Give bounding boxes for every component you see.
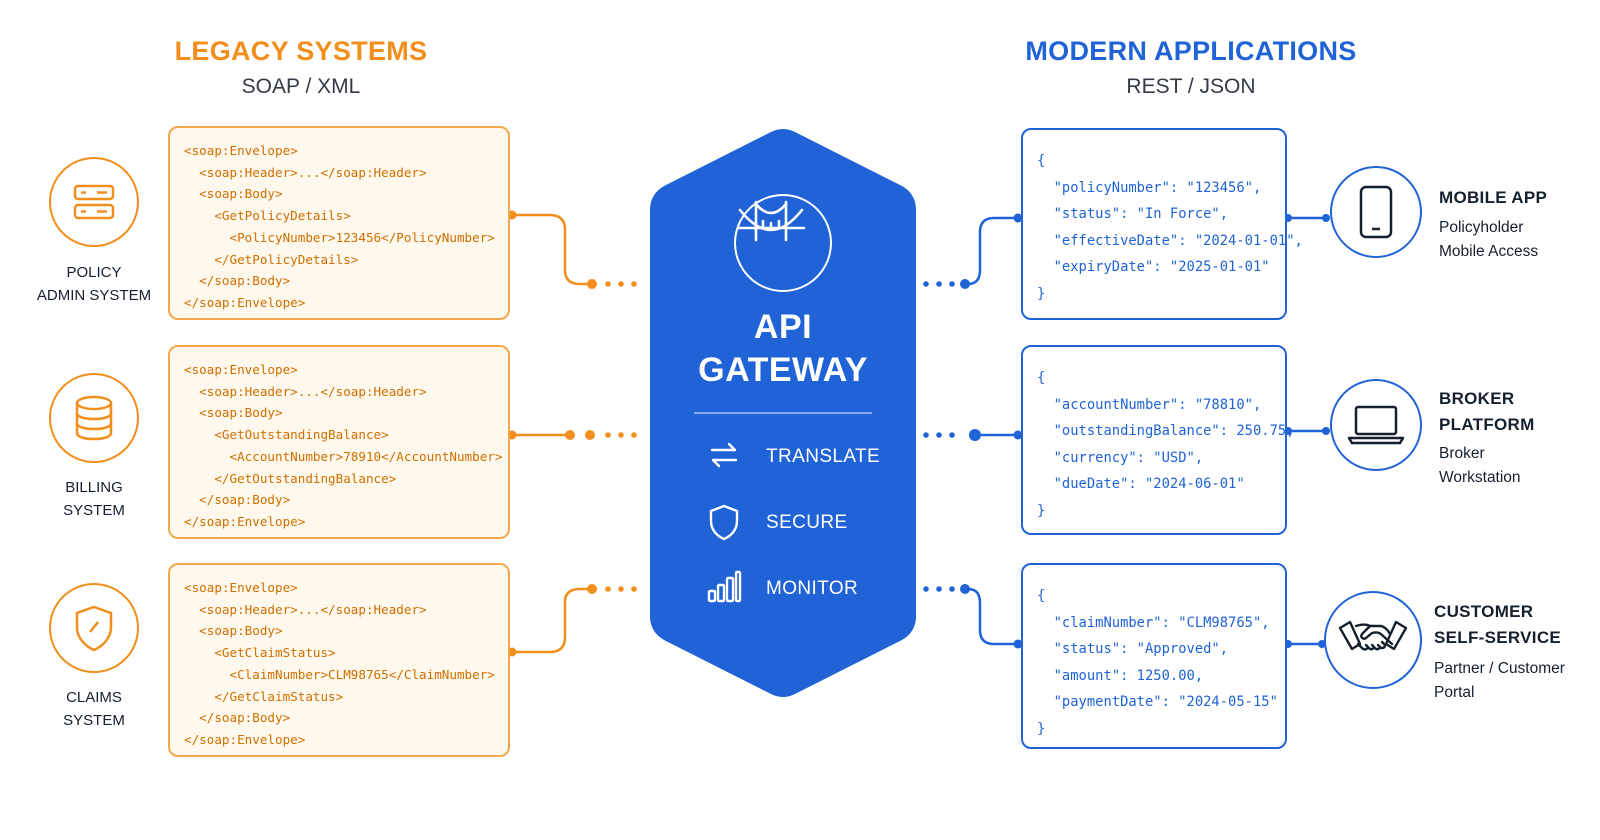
translate-arrows-icon	[706, 437, 746, 477]
code-line: <soap:Body>	[184, 186, 283, 202]
code-line: </soap:Envelope>	[184, 513, 306, 529]
code-line: </soap:Envelope>	[184, 294, 306, 310]
gateway-feature-secure: SECURE	[706, 503, 848, 543]
code-line: "accountNumber": "78810",	[1037, 396, 1262, 413]
code-line: <soap:Body>	[184, 405, 283, 421]
gateway-feature-label: MONITOR	[766, 578, 859, 599]
modern-applications-title: MODERN APPLICATIONS	[1025, 36, 1357, 66]
billing-system-label: BILLING SYSTEM	[63, 479, 125, 519]
shield-icon	[706, 503, 746, 543]
code-line: <GetOutstandingBalance>	[184, 427, 389, 443]
code-line: }	[1037, 502, 1046, 519]
code-line: "policyNumber": "123456",	[1037, 179, 1262, 196]
legacy-systems-title: LEGACY SYSTEMS	[174, 36, 428, 66]
gateway-shape	[650, 129, 916, 697]
mobile-app-subtitle: Policyholder Mobile Access	[1439, 219, 1539, 260]
gateway-feature-translate: TRANSLATE	[706, 437, 880, 477]
broker-platform-title: BROKER PLATFORM	[1439, 389, 1535, 434]
json-response-billing: { "accountNumber": "78810", "outstanding…	[1021, 345, 1295, 535]
code-line: "dueDate": "2024-06-01"	[1037, 476, 1245, 492]
api-gateway: API GATEWAY TRANSLATE SECURE MON	[650, 128, 916, 698]
gateway-feature-monitor: MONITOR	[706, 569, 858, 609]
database-icon	[49, 373, 139, 463]
code-line: <ClaimNumber>CLM98765</ClaimNumber>	[184, 666, 495, 682]
code-line: }	[1037, 285, 1046, 302]
code-line: <GetPolicyDetails>	[184, 208, 351, 224]
code-line: "expiryDate": "2025-01-01"	[1037, 259, 1270, 275]
code-line: </soap:Body>	[184, 273, 291, 289]
customer-self-service-subtitle: Partner / Customer Portal	[1434, 660, 1565, 701]
code-line: {	[1037, 153, 1046, 169]
code-line: <soap:Header>...</soap:Header>	[184, 601, 427, 617]
gateway-feature-label: TRANSLATE	[766, 446, 881, 467]
bridge-icon	[734, 194, 832, 292]
bar-chart-icon	[706, 569, 746, 609]
code-line: {	[1037, 370, 1046, 386]
gateway-title-line-1: API	[753, 308, 813, 346]
code-line: </soap:Envelope>	[184, 731, 306, 747]
code-line: {	[1037, 588, 1046, 604]
soap-request-policy: <soap:Envelope> <soap:Header>...</soap:H…	[168, 126, 510, 320]
code-line: <soap:Envelope>	[184, 362, 298, 377]
code-line: </soap:Body>	[184, 492, 291, 508]
code-line: </GetClaimStatus>	[184, 688, 344, 704]
soap-request-claims: <soap:Envelope> <soap:Header>...</soap:H…	[168, 563, 510, 757]
code-line: "claimNumber": "CLM98765",	[1037, 614, 1270, 631]
soap-request-billing: <soap:Envelope> <soap:Header>...</soap:H…	[168, 345, 510, 539]
code-line: "effectiveDate": "2024-01-01",	[1037, 232, 1303, 249]
code-line: <soap:Header>...</soap:Header>	[184, 164, 427, 180]
code-line: <soap:Header>...</soap:Header>	[184, 383, 427, 399]
code-line: <soap:Envelope>	[184, 580, 298, 595]
code-line: "outstandingBalance": 250.75,	[1037, 423, 1295, 439]
code-line: "status": "Approved",	[1037, 641, 1229, 657]
code-line: "status": "In Force",	[1037, 206, 1229, 222]
server-icon	[49, 157, 139, 247]
smartphone-icon	[1330, 166, 1422, 258]
code-line: </GetPolicyDetails>	[184, 251, 359, 267]
gateway-feature-label: SECURE	[766, 512, 848, 533]
code-line: "currency": "USD",	[1037, 449, 1204, 466]
policy-admin-system-label: POLICY ADMIN SYSTEM	[36, 264, 152, 304]
laptop-icon	[1330, 379, 1422, 471]
json-response-policy: { "policyNumber": "123456", "status": "I…	[1021, 128, 1303, 320]
code-line: <PolicyNumber>123456</PolicyNumber>	[184, 229, 495, 245]
legacy-systems-subtitle: SOAP / XML	[241, 75, 361, 98]
gateway-title-line-2: GATEWAY	[698, 351, 868, 389]
shield-icon	[49, 583, 139, 673]
code-line: <soap:Envelope>	[184, 143, 298, 158]
broker-platform-subtitle: Broker Workstation	[1439, 445, 1521, 486]
code-line: }	[1037, 720, 1046, 737]
code-line: </soap:Body>	[184, 710, 291, 726]
code-line: <soap:Body>	[184, 623, 283, 639]
customer-self-service-title: CUSTOMER SELF-SERVICE	[1434, 602, 1562, 647]
json-response-claims: { "claimNumber": "CLM98765", "status": "…	[1021, 563, 1287, 749]
code-line: </GetOutstandingBalance>	[184, 470, 397, 486]
code-line: "paymentDate": "2024-05-15"	[1037, 694, 1278, 710]
handshake-icon	[1324, 591, 1422, 689]
claims-system-label: CLAIMS SYSTEM	[63, 689, 125, 729]
modern-applications-subtitle: REST / JSON	[1126, 75, 1256, 98]
mobile-app-title: MOBILE APP	[1439, 188, 1548, 207]
code-line: <AccountNumber>78910</AccountNumber>	[184, 448, 503, 464]
code-line: <GetClaimStatus>	[184, 645, 336, 661]
gateway-divider	[694, 412, 872, 414]
code-line: "amount": 1250.00,	[1037, 667, 1204, 684]
